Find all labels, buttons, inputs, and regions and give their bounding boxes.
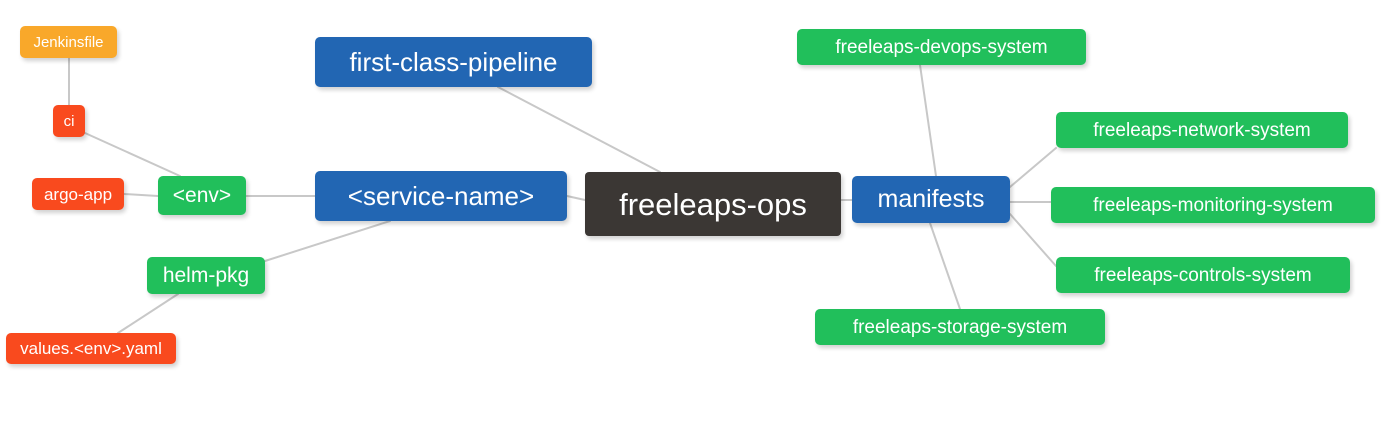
node-label: manifests: [877, 185, 985, 213]
mindmap-node-freeleaps-ops[interactable]: freeleaps-ops: [585, 172, 841, 236]
mindmap-node-freeleaps-devops-system[interactable]: freeleaps-devops-system: [797, 29, 1086, 65]
mindmap-node-freeleaps-network-system[interactable]: freeleaps-network-system: [1056, 112, 1348, 148]
node-label: ci: [63, 112, 75, 130]
node-label: freeleaps-monitoring-system: [1093, 194, 1333, 216]
node-label: values.<env>.yaml: [20, 339, 162, 358]
mindmap-node-first-class-pipeline[interactable]: first-class-pipeline: [315, 37, 592, 87]
edge-values-env-yaml-to-helm-pkg: [117, 293, 179, 334]
mindmap-node-values-env-yaml[interactable]: values.<env>.yaml: [6, 333, 176, 364]
edge-helm-pkg-to-service-name: [264, 220, 391, 262]
node-label: helm-pkg: [162, 264, 250, 287]
node-label: <env>: [172, 184, 232, 207]
mindmap-node-env[interactable]: <env>: [158, 176, 246, 215]
node-label: freeleaps-controls-system: [1094, 264, 1312, 286]
mindmap-node-freeleaps-storage-system[interactable]: freeleaps-storage-system: [815, 309, 1105, 345]
node-label: freeleaps-ops: [619, 186, 807, 222]
mindmap-node-jenkinsfile[interactable]: Jenkinsfile: [20, 26, 117, 58]
mindmap-node-helm-pkg[interactable]: helm-pkg: [147, 257, 265, 294]
edge-service-name-to-freeleaps-ops: [566, 195, 586, 201]
edge-freeleaps-storage-system-to-manifests: [929, 222, 961, 310]
node-label: <service-name>: [347, 181, 535, 211]
node-label: Jenkinsfile: [33, 33, 104, 51]
node-label: first-class-pipeline: [349, 47, 558, 77]
node-label: freeleaps-devops-system: [835, 36, 1048, 58]
edge-freeleaps-network-system-to-manifests: [1009, 147, 1057, 188]
mindmap-node-ci[interactable]: ci: [53, 105, 85, 137]
node-label: freeleaps-network-system: [1093, 119, 1311, 141]
edge-argo-app-to-env: [123, 193, 159, 197]
edge-ci-to-env: [84, 132, 181, 177]
mindmap-node-manifests[interactable]: manifests: [852, 176, 1010, 223]
mindmap-node-argo-app[interactable]: argo-app: [32, 178, 124, 210]
edge-freeleaps-controls-system-to-manifests: [1009, 213, 1057, 267]
edge-first-class-pipeline-to-freeleaps-ops: [497, 86, 661, 173]
node-label: argo-app: [43, 184, 113, 204]
mindmap-node-freeleaps-controls-system[interactable]: freeleaps-controls-system: [1056, 257, 1350, 293]
mindmap-node-freeleaps-monitoring-system[interactable]: freeleaps-monitoring-system: [1051, 187, 1375, 223]
mindmap-node-service-name[interactable]: <service-name>: [315, 171, 567, 221]
edge-freeleaps-devops-system-to-manifests: [919, 64, 937, 177]
node-label: freeleaps-storage-system: [852, 316, 1068, 338]
